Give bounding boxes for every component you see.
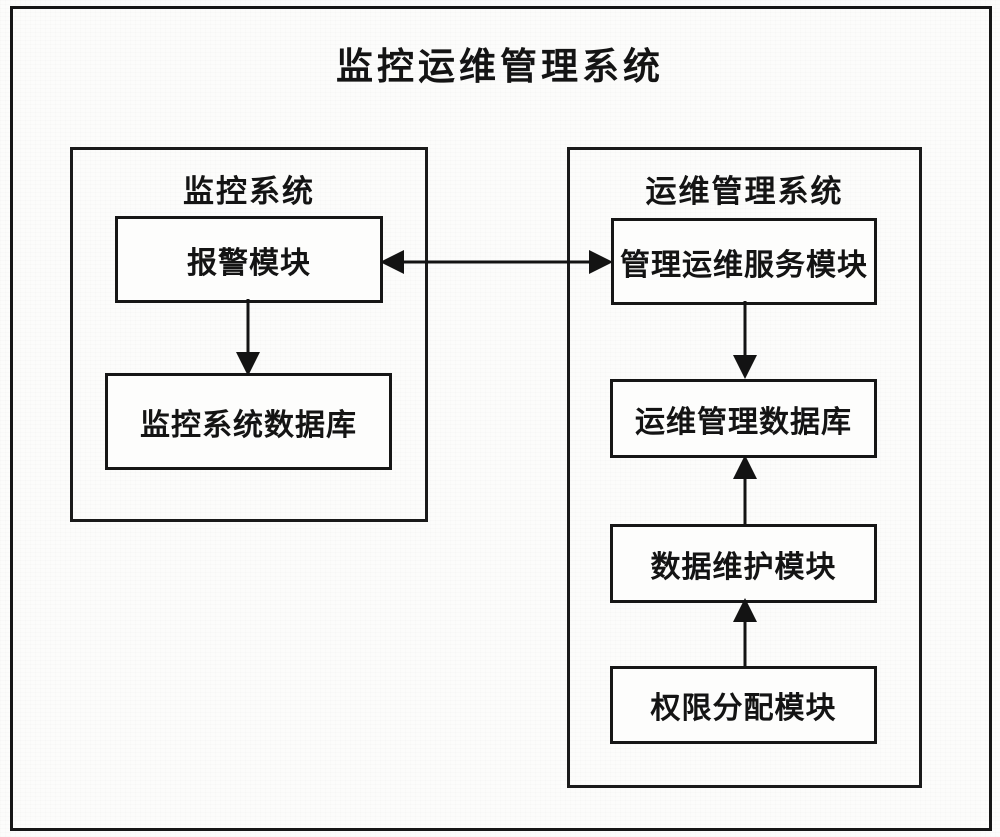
monitoring-system-container: 监控系统 [70,147,428,522]
monitoring-system-label: 监控系统 [183,174,315,209]
alarm-module-box: 报警模块 [115,216,383,303]
diagram-title: 监控运维管理系统 [336,47,664,88]
outer-frame [10,6,992,831]
ops-system-container: 运维管理系统 [567,147,922,788]
ops-system-label: 运维管理系统 [645,174,844,209]
permission-module-box: 权限分配模块 [610,666,877,744]
ops-database-box: 运维管理数据库 [610,379,877,458]
monitoring-database-box: 监控系统数据库 [105,373,392,470]
data-maintenance-module-box: 数据维护模块 [610,524,877,603]
ops-service-module-box: 管理运维服务模块 [611,218,877,305]
